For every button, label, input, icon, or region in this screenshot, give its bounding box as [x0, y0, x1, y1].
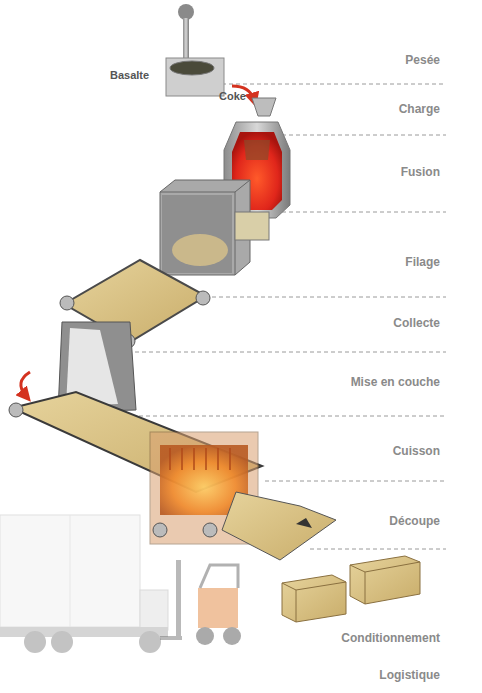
step-label: Charge: [399, 102, 440, 116]
step-label: Collecte: [393, 316, 440, 330]
step-label: Cuisson: [393, 444, 440, 458]
material-label: Coke: [219, 89, 246, 103]
step-label: Logistique: [379, 668, 440, 682]
step-label: Conditionnement: [341, 631, 440, 645]
step-label: Mise en couche: [351, 375, 440, 389]
step-label: Pesée: [405, 53, 440, 67]
step-label: Fusion: [401, 165, 440, 179]
material-label: Basalte: [110, 68, 149, 82]
step-label: Filage: [405, 255, 440, 269]
step-label: Découpe: [389, 514, 440, 528]
